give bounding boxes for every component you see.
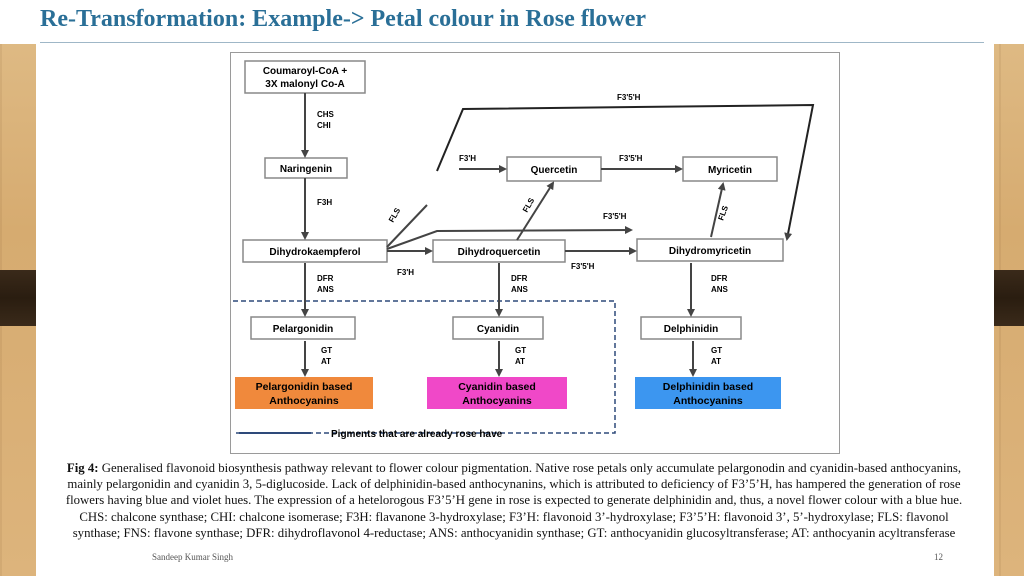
label-chs: CHS (317, 110, 335, 119)
label-gt-1: GT (321, 346, 332, 355)
arrow-outer-loop (436, 103, 815, 241)
node-pelargonidin: Pelargonidin (250, 316, 356, 340)
label-chi: CHI (317, 121, 331, 130)
label-fls-left: FLS (387, 206, 403, 224)
node-myricetin: Myricetin (682, 156, 778, 182)
label-dfr-3: DFR (711, 274, 728, 283)
cyanidin-based-line1: Cyanidin based (458, 381, 536, 393)
content-panel: Coumaroyl-CoA + 3X malonyl Co-A Naringen… (36, 44, 994, 576)
label-f35h-lower: F3'5'H (571, 262, 595, 271)
delphinidin-based-line1: Delphinidin based (663, 381, 753, 393)
native-pigments-border (233, 300, 616, 434)
node-coumaroyl-line2: 3X malonyl Co-A (265, 79, 344, 90)
label-f35h-diagonal: F3'5'H (603, 212, 627, 221)
label-f3prime-h-lower: F3'H (397, 268, 414, 277)
caption-label: Fig 4: (66, 461, 99, 475)
node-naringenin: Naringenin (264, 157, 348, 179)
figure-caption: Fig 4: Generalised flavonoid biosynthesi… (64, 460, 964, 541)
label-ans-3: ANS (711, 285, 729, 294)
caption-text: Generalised flavonoid biosynthesis pathw… (65, 461, 963, 540)
label-at-2: AT (515, 357, 525, 366)
label-f3prime-h-upper: F3'H (459, 154, 476, 163)
pelargonidin-based-line1: Pelargonidin based (256, 381, 353, 393)
slide-header: Re-Transformation: Example-> Petal colou… (0, 0, 1024, 44)
node-cyanidin-label: Cyanidin (477, 324, 519, 335)
pathway-diagram: Coumaroyl-CoA + 3X malonyl Co-A Naringen… (233, 60, 815, 440)
label-f3h: F3H (317, 198, 332, 207)
arrow-dhk-fls (386, 204, 428, 248)
pelargonidin-based-line2: Anthocyanins (269, 395, 339, 407)
cyanidin-based-line2: Anthocyanins (462, 395, 532, 407)
node-delphinidin-anthocyanins: Delphinidin based Anthocyanins (635, 377, 781, 409)
label-at-3: AT (711, 357, 721, 366)
node-dihydrokaempferol-label: Dihydrokaempferol (269, 247, 360, 258)
node-cyanidin-anthocyanins: Cyanidin based Anthocyanins (427, 377, 567, 409)
node-quercetin: Quercetin (506, 156, 602, 182)
label-dfr-1: DFR (317, 274, 334, 283)
node-dihydromyricetin-label: Dihydromyricetin (669, 246, 751, 257)
page-number: 12 (934, 552, 943, 562)
header-divider (40, 42, 984, 43)
delphinidin-based-line2: Anthocyanins (673, 395, 743, 407)
node-dihydrokaempferol: Dihydrokaempferol (242, 239, 388, 263)
node-dihydroquercetin-label: Dihydroquercetin (458, 247, 541, 258)
label-dfr-2: DFR (511, 274, 528, 283)
native-pigments-note: Pigments that are already rose have (331, 429, 503, 440)
arrow-dhm-to-myricetin (710, 182, 726, 238)
label-gt-3: GT (711, 346, 722, 355)
arrow-dhq-to-quercetin (516, 181, 555, 241)
node-delphinidin: Delphinidin (640, 316, 742, 340)
label-f35h-mid: F3'5'H (619, 154, 643, 163)
label-at-1: AT (321, 357, 331, 366)
label-f35h-top: F3'5'H (617, 93, 641, 102)
node-myricetin-label: Myricetin (708, 165, 752, 176)
node-coumaroyl-line1: Coumaroyl-CoA + (263, 66, 348, 77)
figure-box: Coumaroyl-CoA + 3X malonyl Co-A Naringen… (230, 52, 840, 454)
label-ans-2: ANS (511, 285, 529, 294)
node-pelargonidin-anthocyanins: Pelargonidin based Anthocyanins (235, 377, 373, 409)
node-quercetin-label: Quercetin (531, 165, 578, 176)
label-ans-1: ANS (317, 285, 335, 294)
node-cyanidin: Cyanidin (452, 316, 544, 340)
arrow-dhk-to-dhm (386, 226, 633, 250)
author-footer: Sandeep Kumar Singh (152, 552, 233, 562)
node-dihydromyricetin: Dihydromyricetin (636, 238, 784, 262)
node-naringenin-label: Naringenin (280, 164, 332, 175)
label-gt-2: GT (515, 346, 526, 355)
node-coumaroyl: Coumaroyl-CoA + 3X malonyl Co-A (244, 60, 366, 94)
node-delphinidin-label: Delphinidin (664, 324, 718, 335)
node-dihydroquercetin: Dihydroquercetin (432, 239, 566, 263)
node-pelargonidin-label: Pelargonidin (273, 324, 334, 335)
slide-title: Re-Transformation: Example-> Petal colou… (40, 6, 647, 32)
